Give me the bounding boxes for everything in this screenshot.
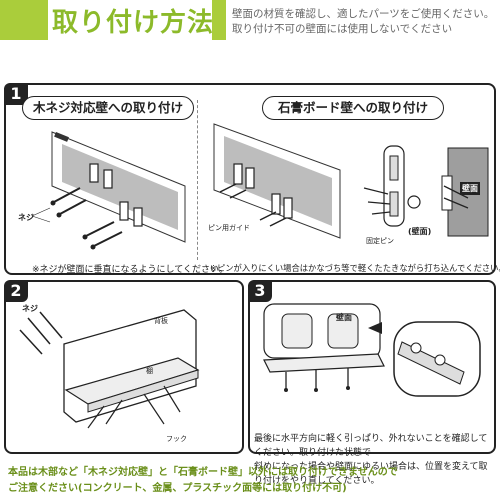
header-note-line1: 壁面の材質を確認し、適したパーツをご使用ください。 — [232, 8, 495, 20]
panel1-divider — [197, 100, 198, 260]
step3-caption-line1: 最後に水平方向に軽く引っぱり、外れないことを確認してください。取り付けた状態で — [254, 434, 488, 458]
wood-wall-diagram — [31, 131, 186, 250]
screw-label: ネジ — [18, 213, 34, 222]
footer-warning: 本品は木部など「木ネジ対応壁」と「石膏ボード壁」以外には取り付けできませんので … — [8, 465, 398, 497]
header-accent-left — [0, 0, 48, 40]
header: 取り付け方法 壁面の材質を確認し、適したパーツをご使用ください。 取り付け不可の… — [0, 0, 500, 40]
page-title: 取り付け方法 — [52, 8, 215, 38]
shelf-label: 棚 — [146, 367, 153, 375]
footer-line2: ご注意ください(コンクリート、金属、プラスチック面等には取り付け不可) — [8, 483, 347, 494]
fixing-pin-label: 固定ピン — [366, 237, 394, 245]
shelf-assembly-diagram — [19, 309, 200, 429]
mounting-diagram — [263, 303, 481, 397]
step2-number: 2 — [4, 280, 28, 302]
gypsum-wall-diagram — [213, 123, 341, 239]
wood-screw-heading: 木ネジ対応壁への取り付け — [22, 96, 194, 120]
gypsum-heading: 石膏ボード壁への取り付け — [262, 96, 444, 120]
panel3-wall-arrow-label: 壁面 — [336, 313, 352, 322]
step3-caption: 最後に水平方向に軽く引っぱり、外れないことを確認してください。取り付けた状態で … — [254, 432, 490, 488]
step1-number: 1 — [4, 83, 28, 105]
hook-label: フック — [166, 435, 187, 443]
pin-guide-label: ピン用ガイド — [208, 224, 250, 232]
footer-line1: 本品は木部など「木ネジ対応壁」と「石膏ボード壁」以外には取り付けできませんので — [8, 467, 398, 478]
header-accent-right — [212, 0, 226, 40]
step3-number: 3 — [248, 280, 272, 302]
wood-screw-note: ※ネジが壁面に垂直になるようにしてください。 — [32, 265, 229, 275]
gypsum-note: ※ピンが入りにくい場合はかなづち等で軽くたたきながら打ち込んでください。 — [210, 263, 500, 273]
backboard-label: 背板 — [154, 317, 168, 325]
step3-caption-line2: 斜めになった場合や壁面にゆるい場合は、位置を変えて取り付けをやり直してください。 — [254, 462, 488, 486]
wall-tag: 壁面 — [460, 182, 480, 195]
wall-surface-label: (壁面) — [408, 227, 432, 236]
pin-detail-diagram — [363, 145, 421, 227]
header-note-line2: 取り付け不可の壁面には使用しないでください — [232, 23, 453, 35]
panel2-screw-label: ネジ — [22, 304, 38, 313]
